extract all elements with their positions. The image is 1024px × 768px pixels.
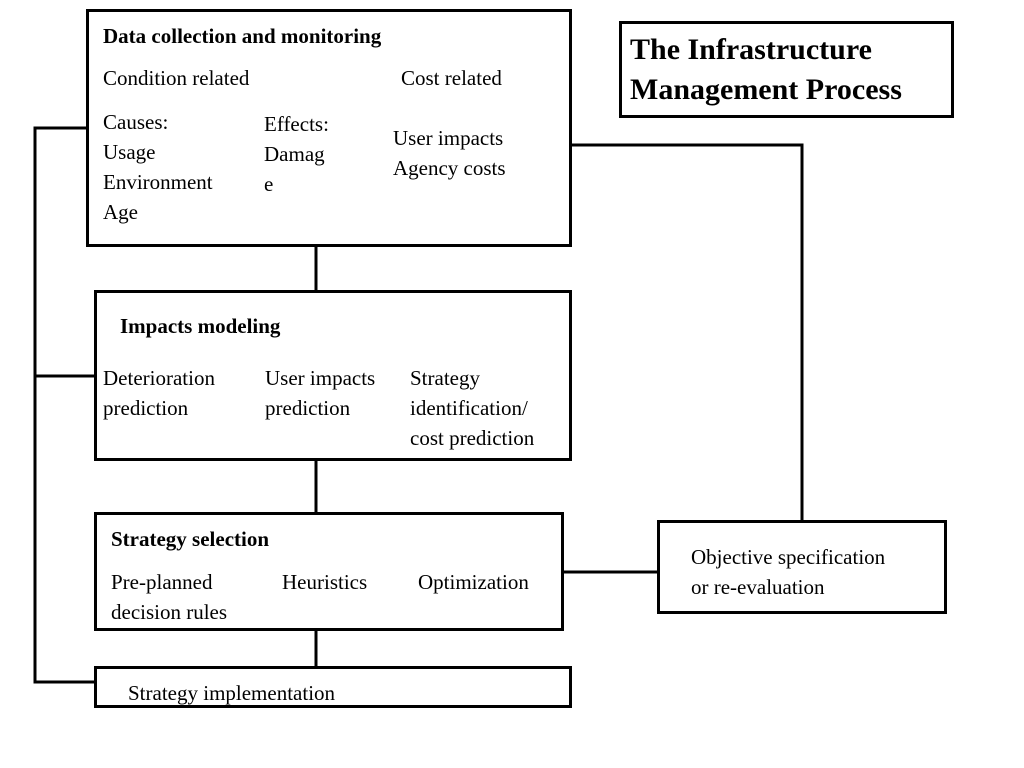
heuristics-label: Heuristics: [282, 570, 368, 594]
data-collection-box: [86, 9, 572, 247]
causes-list: Causes: Usage Environment Age: [103, 110, 213, 224]
condition-related-label: Condition related: [103, 66, 250, 90]
strategy-selection-box: [94, 512, 564, 631]
strategy-implementation-box: [94, 666, 572, 708]
title-box: [619, 21, 954, 118]
objective-box: [657, 520, 947, 614]
strategy-implementation-label: Strategy implementation: [128, 681, 336, 705]
impacts-modeling-heading: Impacts modeling: [120, 314, 281, 338]
strategy-selection-heading: Strategy selection: [111, 527, 270, 551]
impacts-modeling-box: [94, 290, 572, 461]
cost-items-list: User impacts Agency costs: [393, 126, 506, 180]
cost-related-label: Cost related: [401, 66, 502, 90]
strategy-cost-prediction-label: Strategy identification/ cost prediction: [410, 366, 535, 450]
deterioration-prediction-label: Deterioration prediction: [103, 366, 215, 420]
data-collection-heading: Data collection and monitoring: [103, 24, 382, 48]
user-impacts-prediction-label: User impacts prediction: [265, 366, 376, 420]
preplanned-rules-label: Pre-planned decision rules: [111, 570, 228, 624]
optimization-label: Optimization: [418, 570, 529, 594]
feedback-loop-line: [33, 126, 96, 684]
diagram-title-line-1: The Infrastructure: [630, 33, 872, 66]
connector-collection-to-objective: [571, 143, 804, 522]
diagram-title-line-2: Management Process: [630, 73, 902, 106]
effects-list: Effects: Damag e: [264, 112, 329, 196]
objective-label: Objective specification or re-evaluation: [691, 545, 886, 599]
